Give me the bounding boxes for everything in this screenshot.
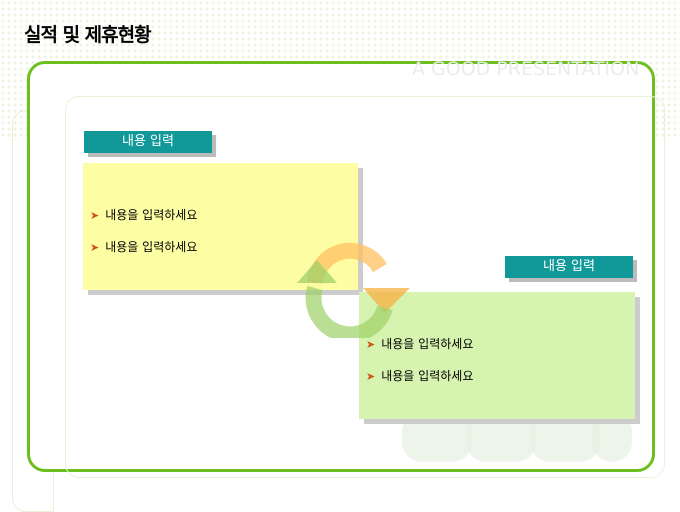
list-item: ➤내용을 입력하세요 bbox=[366, 337, 474, 351]
slide-title: 실적 및 제휴현황 bbox=[24, 24, 152, 46]
watermark: A GOOD PRESENTATION bbox=[412, 58, 640, 80]
list-item: ➤내용을 입력하세요 bbox=[90, 208, 198, 222]
list-item: ➤내용을 입력하세요 bbox=[366, 369, 474, 383]
inner-frame bbox=[65, 96, 665, 478]
decor bbox=[530, 412, 600, 462]
panel-2-label: 내용 입력 bbox=[505, 256, 633, 278]
arrow-bullet-icon: ➤ bbox=[366, 338, 376, 351]
decor bbox=[402, 412, 472, 462]
arrow-bullet-icon: ➤ bbox=[366, 370, 376, 383]
decor bbox=[466, 412, 536, 462]
list-item: ➤내용을 입력하세요 bbox=[90, 240, 198, 254]
arrow-bullet-icon: ➤ bbox=[90, 209, 100, 222]
arrow-bullet-icon: ➤ bbox=[90, 241, 100, 254]
cycle-arrows-icon bbox=[297, 242, 410, 338]
decor bbox=[592, 412, 632, 462]
panel-2 bbox=[359, 292, 635, 419]
panel-1-label: 내용 입력 bbox=[84, 131, 212, 153]
